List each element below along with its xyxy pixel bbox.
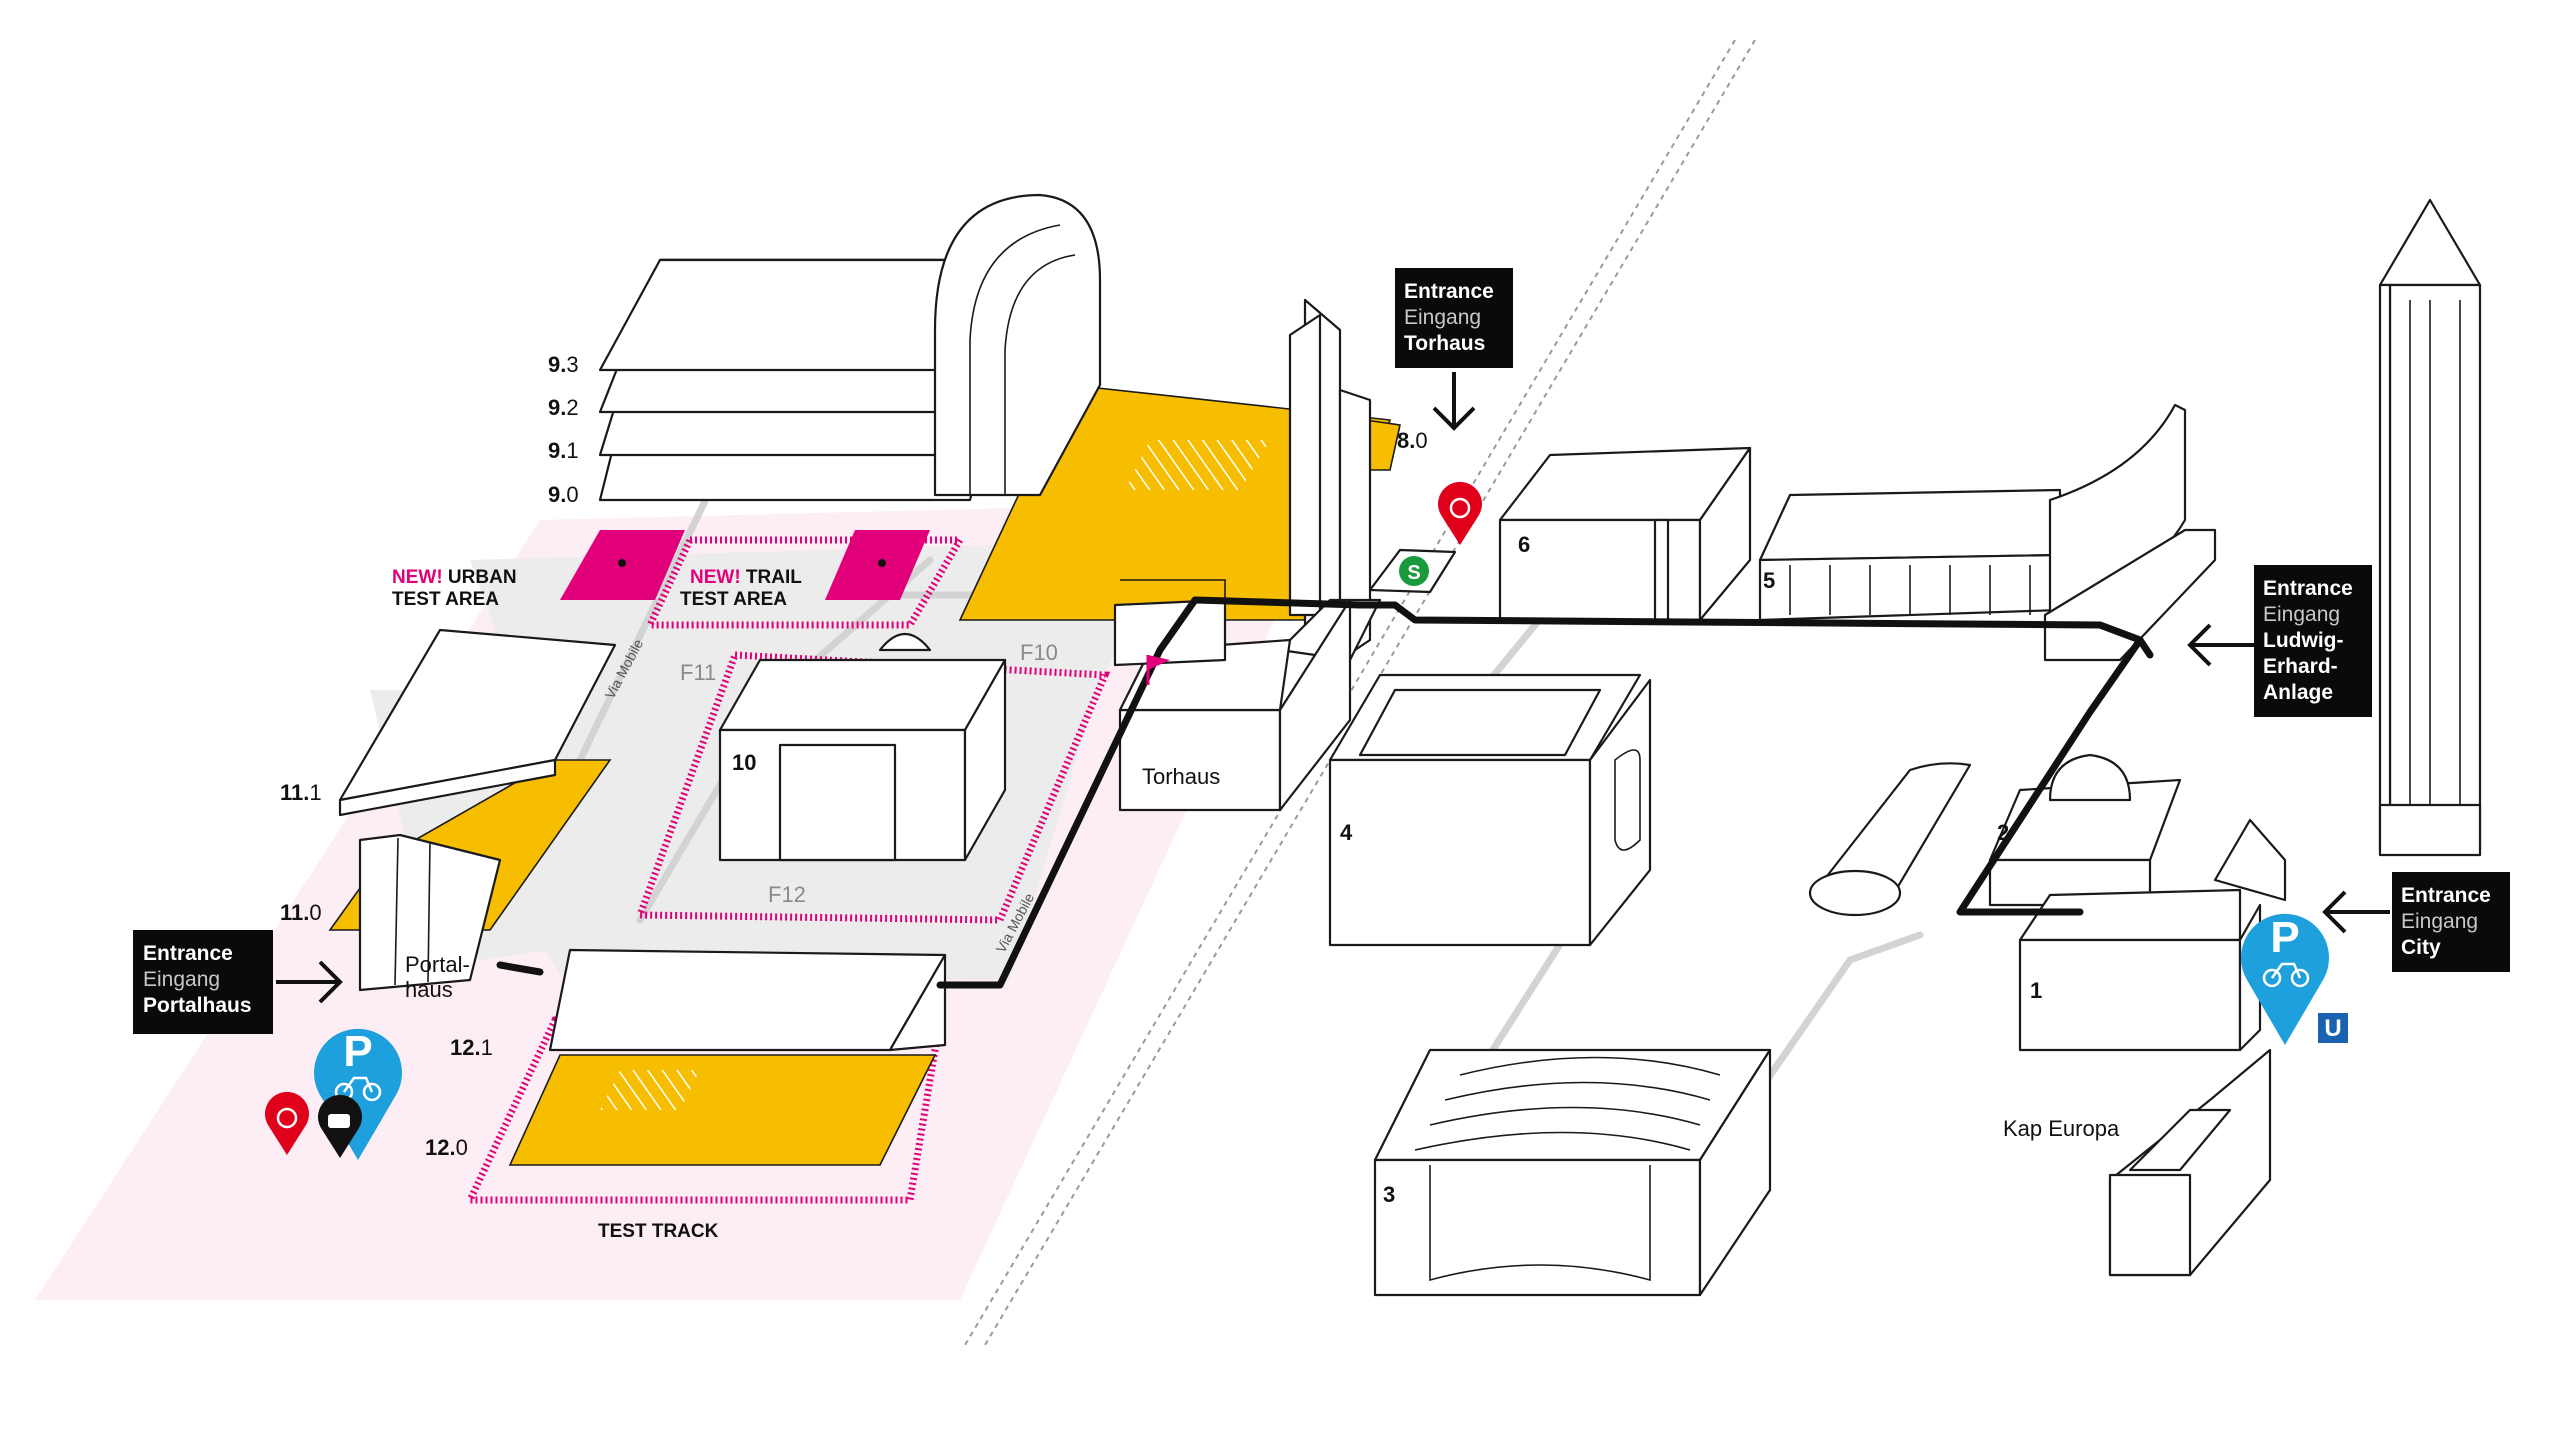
torhaus-building	[1113, 298, 1401, 812]
main-route-east	[2096, 621, 2154, 659]
hall-12-yellow-floor	[508, 1054, 937, 1166]
level-label-9-2: 9.2	[548, 395, 579, 420]
glass-arch-building	[933, 193, 1102, 497]
arrow-left-icon	[2322, 890, 2390, 934]
urban-test-area-label: NEW! URBAN	[392, 567, 517, 588]
entrance-ludwig-name-3: Anlage	[2263, 681, 2333, 704]
walkway-congress	[1756, 931, 1924, 1094]
route-portalhaus	[496, 961, 544, 976]
entrance-torhaus[interactable]: Entrance Eingang Torhaus	[1395, 268, 1513, 431]
hall-10-label: 10	[732, 750, 756, 775]
f10-label: F10	[1020, 640, 1058, 665]
level-label-8-0: 8.0	[1397, 428, 1428, 453]
entrance-ludwig-de: Eingang	[2263, 603, 2340, 626]
entrance-ludwig-en: Entrance	[2263, 577, 2353, 600]
f11-label: F11	[680, 660, 716, 685]
trail-test-area-label-2: TEST AREA	[680, 589, 787, 610]
entrance-ludwig-name-2: Erhard-	[2263, 655, 2338, 678]
entrance-ludwig-erhard-anlage[interactable]: Entrance Eingang Ludwig- Erhard- Anlage	[2187, 565, 2372, 717]
test-track-label: TEST TRACK	[598, 1221, 719, 1242]
sbahn-station[interactable]: S	[1368, 548, 1457, 594]
entrance-city-en: Entrance	[2401, 884, 2491, 907]
divider-line-1	[964, 39, 1736, 1346]
entrance-torhaus-name: Torhaus	[1404, 332, 1485, 355]
arrow-right-icon	[276, 960, 343, 1004]
parking-letter-west: P	[343, 1027, 372, 1076]
torhaus-label: Torhaus	[1142, 764, 1220, 789]
entrance-portalhaus[interactable]: Entrance Eingang Portalhaus	[133, 930, 343, 1034]
hall-12-roof	[548, 948, 947, 1052]
sbahn-letter: S	[1407, 562, 1420, 584]
entrance-city[interactable]: Entrance Eingang City	[2322, 872, 2510, 972]
hall-6	[1498, 446, 1752, 622]
level-label-9-1: 9.1	[548, 438, 579, 463]
bike-service-pin-icon[interactable]	[265, 1091, 310, 1155]
ubahn-letter: U	[2324, 1015, 2341, 1042]
parking-letter-east: P	[2270, 913, 2299, 962]
f12-label: F12	[768, 882, 806, 907]
hall-3	[1373, 1048, 1772, 1297]
domed-building	[2048, 753, 2132, 802]
flag-icon	[1146, 655, 1170, 685]
divider-line-2	[984, 39, 1756, 1346]
messeturm-tower	[2378, 198, 2482, 857]
hall-9-stack	[598, 193, 1392, 621]
portalhaus-label-2: haus	[405, 977, 453, 1002]
trail-test-area[interactable]	[825, 530, 930, 600]
level-label-12-1: 12.1	[450, 1035, 493, 1060]
bike-service-pin-icon[interactable]	[1437, 481, 1482, 545]
route-to-torhaus	[936, 596, 1364, 989]
parking-pin-icon[interactable]: P	[2241, 913, 2329, 1045]
hall-3-label: 3	[1383, 1182, 1395, 1207]
hall-2	[1808, 753, 2182, 917]
hall-5	[1758, 403, 2217, 662]
hall-12	[464, 948, 947, 1204]
level-label-9-0: 9.0	[548, 482, 579, 507]
hall-11	[328, 628, 617, 992]
urban-test-area-label-2: TEST AREA	[392, 589, 499, 610]
kap-europa-label: Kap Europa	[2003, 1116, 2120, 1141]
level-label-11-1: 11.1	[280, 780, 322, 805]
trail-test-area-label: NEW! TRAIL	[690, 567, 802, 588]
hall-4-label: 4	[1340, 820, 1353, 845]
entrance-city-de: Eingang	[2401, 910, 2478, 933]
hall-4	[1328, 673, 1652, 947]
entrance-torhaus-en: Entrance	[1404, 280, 1494, 303]
kap-europa-building	[2108, 1048, 2272, 1277]
ubahn-icon[interactable]: U	[2318, 1013, 2348, 1043]
hall-1-label: 1	[2030, 978, 2042, 1003]
hall-9-hatch	[1125, 440, 1270, 490]
entrance-city-name: City	[2401, 936, 2441, 959]
hall-10	[635, 633, 1111, 924]
entrance-ludwig-name-1: Ludwig-	[2263, 629, 2343, 652]
arrow-down-icon	[1432, 372, 1476, 431]
camera-pin-icon[interactable]	[318, 1094, 362, 1158]
bike-icon	[2262, 962, 2310, 988]
sbahn-icon	[1399, 556, 1429, 586]
hall-5-label: 5	[1763, 568, 1775, 593]
portalhaus-label: Portal-	[405, 952, 470, 977]
arrow-left-icon	[2187, 623, 2255, 667]
hall-6-label: 6	[1518, 532, 1530, 557]
entrance-torhaus-de: Eingang	[1404, 306, 1481, 329]
entrance-portalhaus-en: Entrance	[143, 942, 233, 965]
level-label-11-0: 11.0	[280, 900, 322, 925]
level-label-9-3: 9.3	[548, 352, 579, 377]
level-label-12-0: 12.0	[425, 1135, 468, 1160]
entrance-portalhaus-de: Eingang	[143, 968, 220, 991]
entrance-portalhaus-name: Portalhaus	[143, 994, 252, 1017]
hall-1	[2018, 818, 2287, 1052]
